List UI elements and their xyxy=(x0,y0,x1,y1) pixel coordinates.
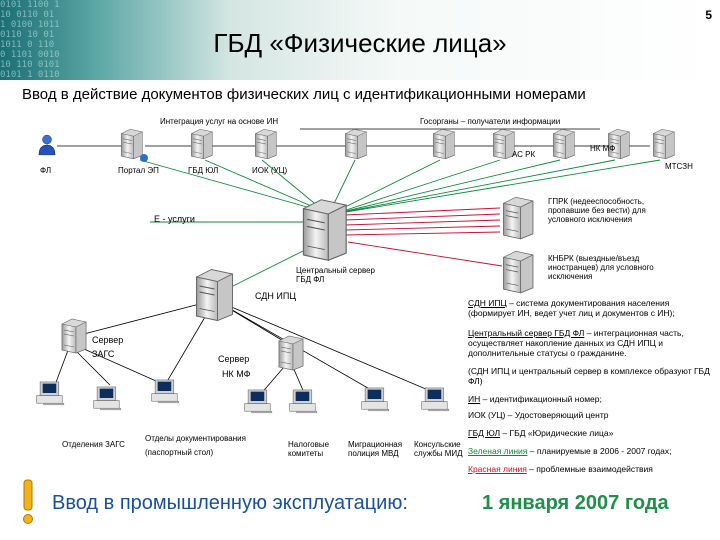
iok-label: ИОК (УЦ) xyxy=(252,166,288,175)
note-iok: ИОК (УЦ) – Удостоверяющий центр xyxy=(468,410,609,420)
gprk-server-icon xyxy=(503,196,534,240)
workstation-icon xyxy=(361,387,390,412)
gov-server-icon xyxy=(433,128,455,160)
page-title: ГБД «Физические лица» xyxy=(213,28,507,58)
portal-server-icon xyxy=(121,128,143,160)
workstation-icon xyxy=(244,389,273,414)
zags-server-icon xyxy=(61,318,87,354)
gbd-yul-server-icon xyxy=(191,128,213,160)
page-number: 5 xyxy=(705,8,712,22)
zags-server-label-2: ЗАГС xyxy=(92,349,115,359)
note-red-line: Красная линия – проблемные взаимодействи… xyxy=(468,464,653,474)
exclamation-icon xyxy=(23,479,33,524)
gov-server-icon xyxy=(345,128,367,160)
gprk-label: ГПРК (недееспособность, пропавшие без ве… xyxy=(548,197,646,224)
nk-mf-server-label-2: НК МФ xyxy=(222,369,251,379)
nk-mf-server-icon xyxy=(553,128,575,160)
note-gbd-yul: ГБД ЮЛ – ГБД «Юридические лица» xyxy=(468,428,614,438)
workstation-icon xyxy=(421,387,450,412)
note-gbd-fl: (СДН ИПЦ и центральный сервер в комплекс… xyxy=(468,366,710,386)
mtszn-server-icon xyxy=(653,128,675,160)
knbrk-server-icon xyxy=(503,250,534,294)
workstation-icon xyxy=(289,389,318,414)
fl-person-icon xyxy=(38,134,56,156)
commissioning-label: Ввод в промышленную эксплуатацию: xyxy=(52,492,408,514)
ws-migr-label: Миграционная полиция МВД xyxy=(348,440,403,458)
central-server-label: Центральный сервер ГБД ФЛ xyxy=(296,266,375,284)
nk-mf-server-label-1: Сервер xyxy=(218,354,250,364)
commissioning-date: 1 января 2007 года xyxy=(482,492,669,514)
nk-mf-lower-server-icon xyxy=(278,335,304,371)
mtszn-label: МТСЗН xyxy=(665,162,693,171)
central-server-icon xyxy=(302,199,347,261)
workstation-icon xyxy=(93,386,122,411)
fl-label: ФЛ xyxy=(40,166,52,175)
zags-server-label-1: Сервер xyxy=(92,335,124,345)
note-in: ИН – идентификационный номер; xyxy=(468,394,602,404)
sdn-ipc-label: СДН ИПЦ xyxy=(255,291,296,301)
sdn-ipc-server-icon xyxy=(196,269,233,321)
ws-tax-label: Налоговые комитеты xyxy=(288,440,330,458)
as-rk-label: АС РК xyxy=(512,150,536,159)
header-banner: 0101 1100 1 10 0110 01 1 0100 1011 0110 … xyxy=(0,0,720,80)
note-sdn-ipc: СДН ИПЦ – система документирования насел… xyxy=(468,298,675,318)
gov-recipients-label: Госорганы – получатели информации xyxy=(420,117,561,126)
portal-label: Портал ЭП xyxy=(118,166,159,175)
note-central-server: Центральный сервер ГБД ФЛ – интеграционн… xyxy=(468,328,684,358)
knbrk-label: КНБРК (выездные/въезд иностранцев) для у… xyxy=(548,254,654,281)
ws-docs-label: Отделы документирования (паспортный стол… xyxy=(145,434,246,457)
integration-label: Интеграция услуг на основе ИН xyxy=(160,117,279,126)
note-green-line: Зеленая линия – планируемые в 2006 - 200… xyxy=(468,446,672,456)
e-services-label: Е - услуги xyxy=(154,214,195,224)
iok-server-icon xyxy=(255,128,277,160)
portal-globe-icon xyxy=(140,154,148,162)
ws-zags-label: Отделения ЗАГС xyxy=(62,440,125,449)
page-subtitle: Ввод в действие документов физических ли… xyxy=(22,86,586,103)
workstation-icon xyxy=(151,379,180,404)
workstation-icon xyxy=(36,381,65,406)
gbd-yul-label: ГБД ЮЛ xyxy=(188,166,219,175)
binary-pattern-decoration: 0101 1100 1 10 0110 01 1 0100 1011 0110 … xyxy=(0,0,60,80)
nk-mf-label: НК МФ xyxy=(590,144,616,153)
ws-consul-label: Консульские службы МИД xyxy=(414,440,463,458)
